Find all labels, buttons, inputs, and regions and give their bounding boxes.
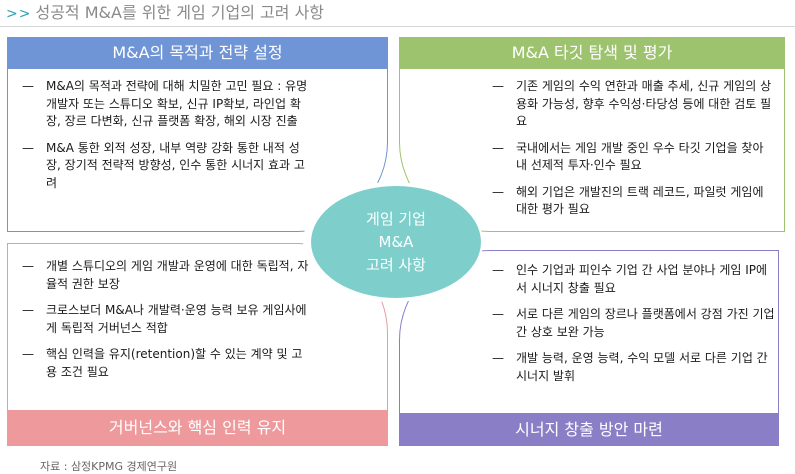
list-item: 국내에서는 게임 개발 중인 우수 타깃 기업을 찾아내 선제적 투자·인수 필… (492, 140, 774, 175)
list-item: 서로 다른 게임의 장르나 플랫폼에서 강점 가진 기업 간 상호 보완 가능 (492, 306, 775, 341)
strategy-list: M&A의 목적과 전략에 대해 치밀한 고민 필요 : 유명 개발자 또는 스튜… (22, 78, 314, 201)
list-item: 인수 기업과 피인수 기업 간 사업 분야나 게임 IP에서 시너지 창출 필요 (492, 262, 775, 297)
list-item: 개별 스튜디오의 게임 개발과 운영에 대한 독립적, 자율적 권한 보장 (22, 258, 310, 293)
center-circle: 게임 기업 M&A 고려 사항 (311, 186, 481, 298)
title-divider (0, 26, 795, 27)
quadrant-synergy-title: 시너지 창출 방안 마련 (399, 413, 779, 446)
list-item: 기존 게임의 수익 연한과 매출 추세, 신규 게임의 상용화 가능성, 향후 … (492, 78, 774, 131)
governance-list: 개별 스튜디오의 게임 개발과 운영에 대한 독립적, 자율적 권한 보장 크로… (22, 258, 310, 390)
center-line: 게임 기업 (366, 209, 426, 228)
quadrant-target-title: M&A 타깃 탐색 및 평가 (399, 37, 785, 69)
source-footnote: 자료 : 삼정KPMG 경제연구원 (40, 460, 178, 473)
quadrant-strategy (7, 37, 388, 232)
quadrant-strategy-title: M&A의 목적과 전략 설정 (7, 37, 388, 69)
list-item: M&A 통한 외적 성장, 내부 역량 강화 통한 내적 성장, 장기적 전략적… (22, 140, 314, 193)
title-prefix-icon: >> (6, 6, 32, 22)
list-item: 핵심 인력을 유지(retention)할 수 있는 계약 및 고용 조건 필요 (22, 346, 310, 381)
list-item: 개발 능력, 운영 능력, 수익 모델 서로 다른 기업 간 시너지 발휘 (492, 350, 775, 385)
center-line: M&A (378, 232, 414, 251)
center-line: 고려 사항 (366, 255, 426, 274)
list-item: 크로스보더 M&A나 개발력·운영 능력 보유 게임사에게 독립적 거버넌스 적… (22, 302, 310, 337)
target-list: 기존 게임의 수익 연한과 매출 추세, 신규 게임의 상용화 가능성, 향후 … (492, 78, 774, 228)
quadrant-governance-title: 거버넌스와 핵심 인력 유지 (7, 410, 388, 446)
list-item: M&A의 목적과 전략에 대해 치밀한 고민 필요 : 유명 개발자 또는 스튜… (22, 78, 314, 131)
page-title-text: 성공적 M&A를 위한 게임 기업의 고려 사항 (35, 3, 325, 22)
page-title: >>성공적 M&A를 위한 게임 기업의 고려 사항 (6, 2, 324, 24)
synergy-list: 인수 기업과 피인수 기업 간 사업 분야나 게임 IP에서 시너지 창출 필요… (492, 262, 775, 394)
list-item: 해외 기업은 개발진의 트랙 레코드, 파일럿 게임에 대한 평가 필요 (492, 184, 774, 219)
